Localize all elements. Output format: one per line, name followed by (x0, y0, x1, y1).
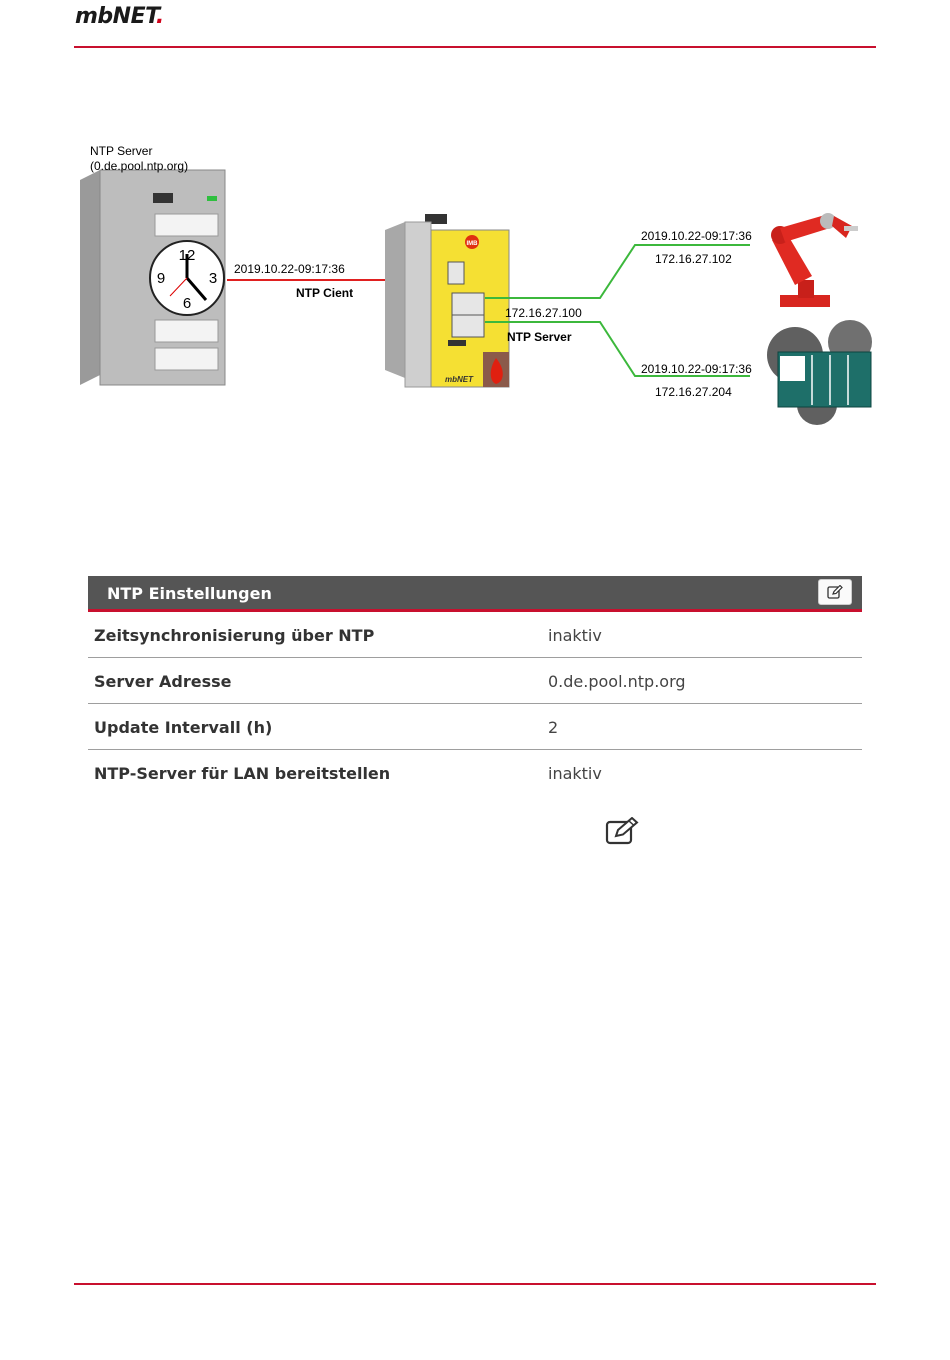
settings-row: Server Adresse 0.de.pool.ntp.org (88, 658, 862, 704)
setting-label: NTP-Server für LAN bereitstellen (94, 764, 391, 783)
clock-3: 3 (209, 270, 217, 287)
setting-value: 0.de.pool.ntp.org (548, 672, 686, 691)
clock-12: 12 (179, 247, 196, 264)
edit-icon-reference (604, 816, 640, 846)
device-badge: IMB (467, 241, 479, 247)
robot-timestamp: 2019.10.22-09:17:36 (641, 229, 752, 243)
setting-label: Update Intervall (h) (94, 718, 273, 737)
setting-label: Zeitsynchronisierung über NTP (94, 626, 375, 645)
edit-icon (827, 585, 843, 599)
settings-row: NTP-Server für LAN bereitstellen inaktiv (88, 750, 862, 795)
clock-6: 6 (183, 295, 191, 312)
robot-link-line (485, 244, 750, 299)
ntp-client-label: NTP Cient (296, 286, 354, 300)
device-brand: mbNET (445, 375, 474, 384)
router-ip: 172.16.27.100 (505, 306, 582, 320)
footer-rule (74, 1283, 876, 1285)
ntp-server-address-label: (0.de.pool.ntp.org) (90, 159, 189, 173)
clock-icon: 12 3 6 9 (149, 240, 225, 316)
robot-icon (771, 213, 858, 307)
plc-timestamp: 2019.10.22-09:17:36 (641, 362, 752, 376)
settings-row: Update Intervall (h) 2 (88, 704, 862, 750)
robot-ip: 172.16.27.102 (655, 252, 732, 266)
settings-row: Zeitsynchronisierung über NTP inaktiv (88, 612, 862, 658)
clock-9: 9 (157, 270, 165, 287)
ntp-network-diagram: 12 3 6 9 IMB mbNET (60, 130, 890, 450)
setting-value: 2 (548, 718, 559, 737)
plc-icon (777, 351, 872, 408)
panel-edit-button[interactable] (818, 579, 852, 605)
setting-value: inaktiv (548, 626, 602, 645)
ntp-server-label: NTP Server (90, 144, 153, 158)
mbnet-device: IMB mbNET (385, 214, 510, 388)
plc-ip: 172.16.27.204 (655, 385, 732, 399)
edit-icon (605, 817, 639, 845)
client-timestamp: 2019.10.22-09:17:36 (234, 262, 345, 276)
setting-label: Server Adresse (94, 672, 232, 691)
panel-header: NTP Einstellungen (88, 576, 862, 612)
ntp-settings-panel: NTP Einstellungen Zeitsynchronisierung ü… (88, 576, 862, 795)
mbnet-logo: mbNET. (75, 4, 164, 29)
plc-link-line (485, 321, 750, 377)
header-rule (74, 46, 876, 48)
ntp-server-role-label: NTP Server (507, 330, 572, 344)
panel-title: NTP Einstellungen (107, 584, 272, 603)
setting-value: inaktiv (548, 764, 602, 783)
